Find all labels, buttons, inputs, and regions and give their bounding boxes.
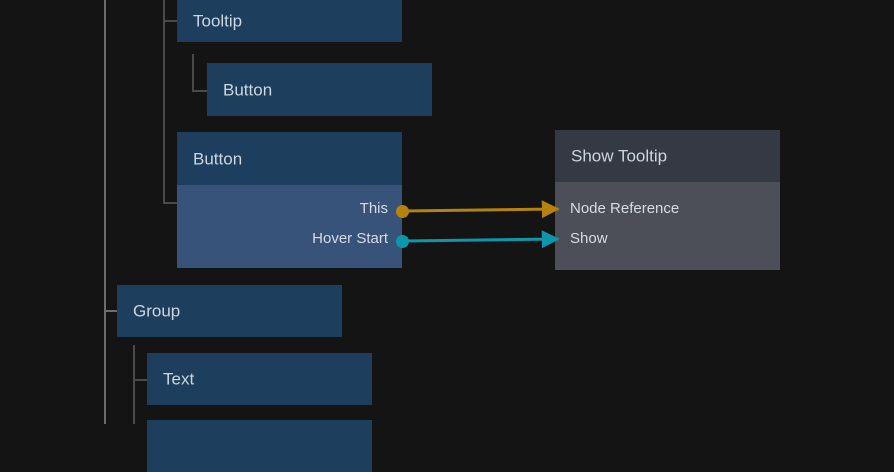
input-port-node-reference[interactable]: Node Reference	[570, 198, 679, 220]
graph-node-button[interactable]: Button This Hover Start	[177, 132, 402, 268]
tree-node-button-child[interactable]: Button	[207, 63, 432, 116]
tree-branch-line-group-children	[133, 345, 135, 424]
wire-hover-start-to-show[interactable]	[402, 230, 560, 249]
graph-node-title: Show Tooltip	[571, 146, 668, 166]
tree-node-group[interactable]: Group	[117, 285, 342, 337]
graph-node-header[interactable]: Show Tooltip	[555, 130, 780, 182]
graph-node-title: Button	[193, 149, 243, 168]
port-label: This	[359, 200, 388, 217]
tree-branch-line-tooltip	[163, 0, 165, 204]
graph-node-header[interactable]: Button	[177, 132, 402, 185]
port-label: Node Reference	[570, 200, 680, 217]
tree-branch-line-button-child	[192, 54, 194, 92]
tree-node-text[interactable]: Text	[147, 353, 372, 405]
tree-tick-text	[133, 379, 147, 381]
tree-tick-tooltip	[163, 20, 177, 22]
output-port-this[interactable]: This	[360, 198, 388, 220]
input-port-show[interactable]: Show	[570, 228, 608, 250]
tree-tick-group	[104, 310, 117, 312]
tree-tick-button-child	[192, 90, 207, 92]
output-port-hover-start[interactable]: Hover Start	[312, 228, 388, 250]
port-label: Show	[570, 230, 608, 247]
output-port-dot-this[interactable]	[396, 205, 409, 218]
port-label: Hover Start	[312, 230, 388, 247]
tree-node-label: Group	[133, 301, 181, 321]
graph-node-body: This Hover Start	[177, 185, 402, 268]
graph-node-show-tooltip[interactable]: Show Tooltip Node Reference Show	[555, 130, 780, 270]
wire-this-to-node-reference[interactable]	[402, 200, 560, 219]
graph-node-body: Node Reference Show	[555, 182, 780, 270]
tree-node-label: Tooltip	[193, 11, 243, 31]
output-port-dot-hover-start[interactable]	[396, 235, 409, 248]
tree-node-label: Text	[163, 369, 195, 389]
tree-node-tooltip[interactable]: Tooltip	[177, 0, 402, 42]
tree-node-partial-bottom[interactable]	[147, 420, 372, 472]
tree-node-label: Button	[223, 80, 273, 99]
tree-trunk-line	[104, 0, 106, 424]
tree-tick-button-branch	[163, 202, 177, 204]
